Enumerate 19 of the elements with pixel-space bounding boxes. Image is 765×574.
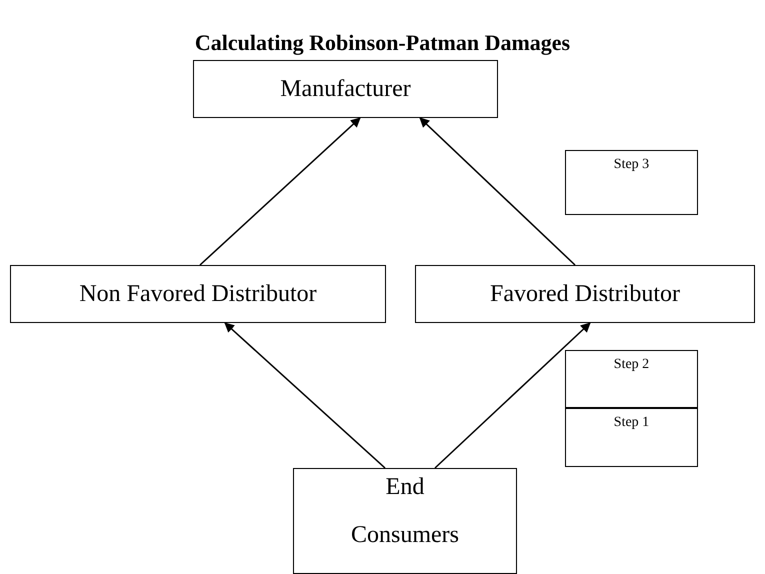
process-box [415, 265, 755, 323]
arrow [419, 117, 576, 266]
arrow [224, 322, 386, 469]
step-box [565, 408, 698, 467]
node-label: Step 3 [614, 157, 650, 173]
arrow [200, 117, 361, 266]
node-label: End Consumers [351, 473, 459, 550]
node-label: Non Favored Distributor [79, 280, 317, 308]
step-box [565, 350, 698, 408]
node-label: Step 1 [614, 415, 650, 431]
diagram-title: Calculating Robinson-Patman Damages [194, 30, 572, 56]
process-box [10, 265, 386, 323]
step-box [565, 150, 698, 215]
process-box [293, 468, 517, 574]
arrow [434, 322, 591, 469]
node-label: Manufacturer [280, 76, 411, 102]
node-label: Favored Distributor [490, 280, 680, 308]
node-label: Step 2 [614, 357, 650, 373]
process-box [193, 60, 498, 118]
